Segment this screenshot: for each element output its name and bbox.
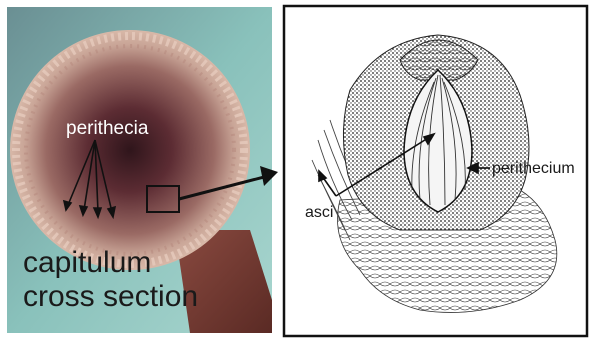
cross-section-label: cross section (23, 282, 198, 312)
perithecium-label: perithecium (492, 160, 575, 178)
perithecia-label: perithecia (66, 118, 148, 140)
capitulum-disc (10, 30, 250, 270)
capitulum-label: capitulum (23, 248, 151, 278)
asci-label: asci (305, 204, 333, 222)
